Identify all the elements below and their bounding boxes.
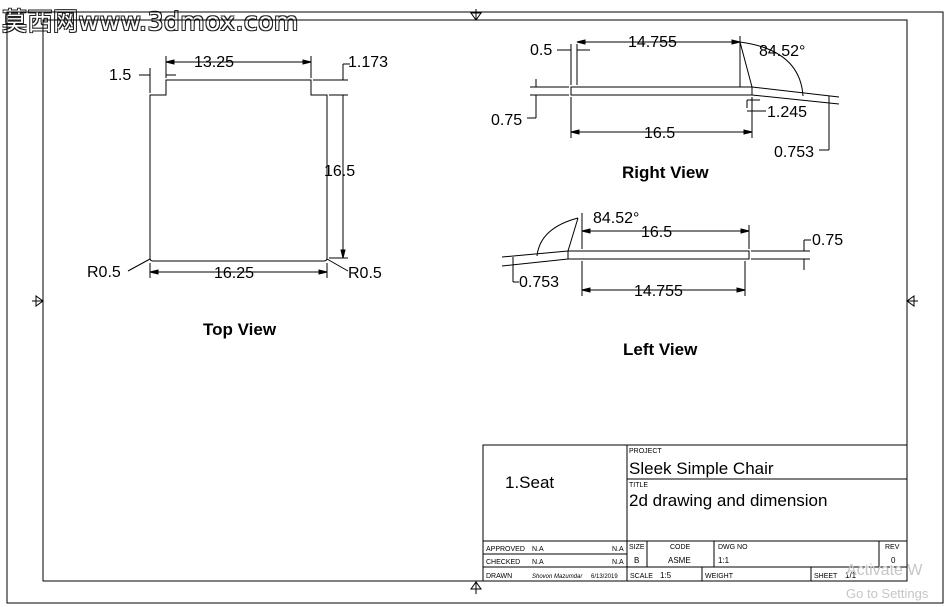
dim-left-16-5: 16.5: [641, 224, 672, 241]
view-label-top: Top View: [203, 320, 277, 339]
dim-left-0-753: 0.753: [519, 274, 559, 291]
dim-top-r0-5-left: R0.5: [87, 264, 121, 281]
dim-right-16-5: 16.5: [644, 125, 675, 142]
dwg-label: DWG NO: [718, 544, 748, 551]
dim-left-14-755: 14.755: [634, 283, 683, 300]
dim-right-0-5: 0.5: [530, 42, 552, 59]
left-view: [501, 213, 811, 296]
dim-top-r0-5-right: R0.5: [348, 265, 382, 282]
sheet-label: SHEET: [814, 573, 838, 580]
approved-value: N.A: [532, 546, 544, 553]
drawn-label: DRAWN: [486, 573, 512, 580]
dim-right-1-245: 1.245: [767, 104, 807, 121]
right-view: [527, 36, 840, 151]
drawn-date: 6/13/2019: [591, 574, 618, 580]
rev-label: REV: [885, 544, 900, 551]
centering-marks: [32, 9, 918, 594]
top-view: [127, 56, 350, 278]
approved-label: APPROVED: [486, 546, 525, 553]
dim-top-16-5: 16.5: [324, 163, 355, 180]
approved-value-2: N.A: [612, 546, 624, 553]
part-name: 1.Seat: [505, 473, 554, 492]
outer-border: [6, 11, 944, 604]
scale-label: SCALE: [630, 573, 653, 580]
dim-right-84-52: 84.52°: [759, 43, 805, 60]
title-block: [482, 444, 908, 582]
code-value: ASME: [668, 556, 691, 565]
go-to-settings-link[interactable]: Go to Settings: [846, 586, 929, 601]
dim-right-0-75: 0.75: [491, 112, 522, 129]
view-label-right: Right View: [622, 163, 709, 182]
project-label: PROJECT: [629, 448, 662, 455]
checked-value: N.A: [532, 559, 544, 566]
scale-value: 1:5: [660, 571, 672, 580]
size-value: B: [634, 556, 639, 565]
dim-right-0-753: 0.753: [774, 144, 814, 161]
checked-label: CHECKED: [486, 559, 520, 566]
checked-value-2: N.A: [612, 559, 624, 566]
seat-outline-left: [567, 250, 750, 260]
code-label: CODE: [670, 544, 691, 551]
sheet-value: 1/1: [845, 571, 857, 580]
dim-top-16-25: 16.25: [214, 265, 254, 282]
seat-outline-top: [149, 79, 328, 262]
dim-top-1-5: 1.5: [109, 67, 131, 84]
weight-label: WEIGHT: [705, 573, 734, 580]
dim-top-1-173: 1.173: [348, 54, 388, 71]
drawing-title: 2d drawing and dimension: [629, 491, 827, 510]
dwg-value: 1:1: [718, 556, 730, 565]
dim-left-0-75: 0.75: [812, 232, 843, 249]
dim-left-84-52: 84.52°: [593, 210, 639, 227]
view-label-left: Left View: [623, 340, 698, 359]
dim-right-14-755: 14.755: [628, 34, 677, 51]
drawn-value: Shovon Mazumdar: [532, 574, 583, 580]
seat-outline-right: [570, 86, 753, 96]
activate-windows-notice: Activate W: [846, 562, 923, 579]
size-label: SIZE: [629, 544, 645, 551]
dim-top-13-25: 13.25: [194, 54, 234, 71]
rev-value: 0: [891, 556, 896, 565]
title-label: TITLE: [629, 482, 648, 489]
project-name: Sleek Simple Chair: [629, 459, 774, 478]
